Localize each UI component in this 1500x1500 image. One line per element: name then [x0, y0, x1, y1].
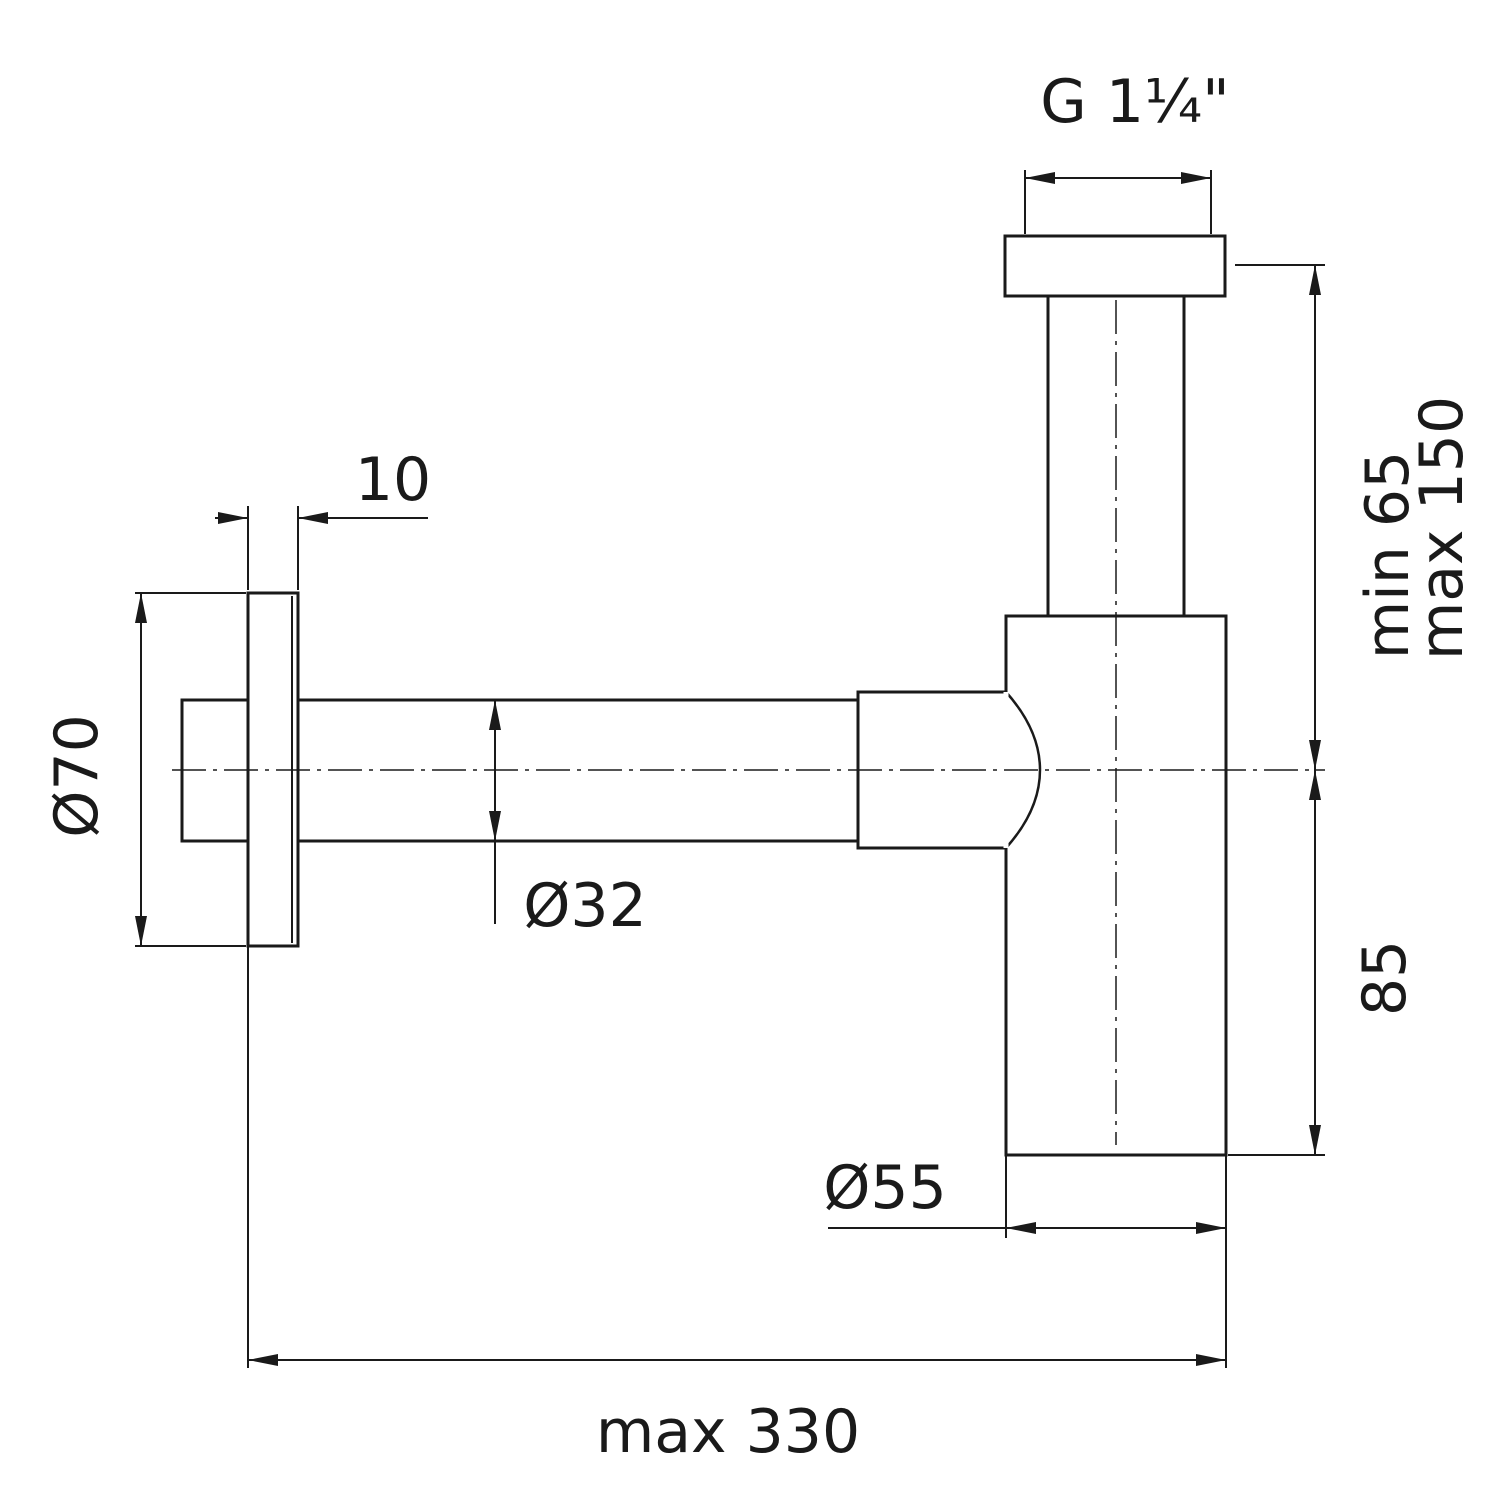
bottom-height-label: 85: [1350, 940, 1420, 1016]
top-nut: [1003, 234, 1227, 298]
height-max-label: max 150: [1407, 396, 1477, 660]
flange-thickness-dimension: 10: [215, 445, 431, 590]
pipe-diameter-label: Ø32: [523, 871, 647, 941]
thread-dimension: G 1¼": [1024, 67, 1230, 234]
total-length-label: max 330: [596, 1397, 860, 1467]
thread-label: G 1¼": [1040, 67, 1230, 137]
height-min-label: min 65: [1353, 451, 1423, 660]
body-diameter-dimension: Ø55: [823, 1153, 1227, 1368]
height-dimension: min 65 max 150: [1235, 264, 1477, 770]
body-diameter-label: Ø55: [823, 1153, 947, 1223]
total-length-dimension: max 330: [247, 946, 1226, 1467]
flange-diameter-label: Ø70: [42, 714, 112, 838]
bottom-height-dimension: 85: [1228, 770, 1420, 1156]
flange-thickness-label: 10: [355, 445, 431, 515]
flange-diameter-dimension: Ø70: [42, 592, 246, 947]
pipe-diameter-dimension: Ø32: [489, 700, 647, 941]
